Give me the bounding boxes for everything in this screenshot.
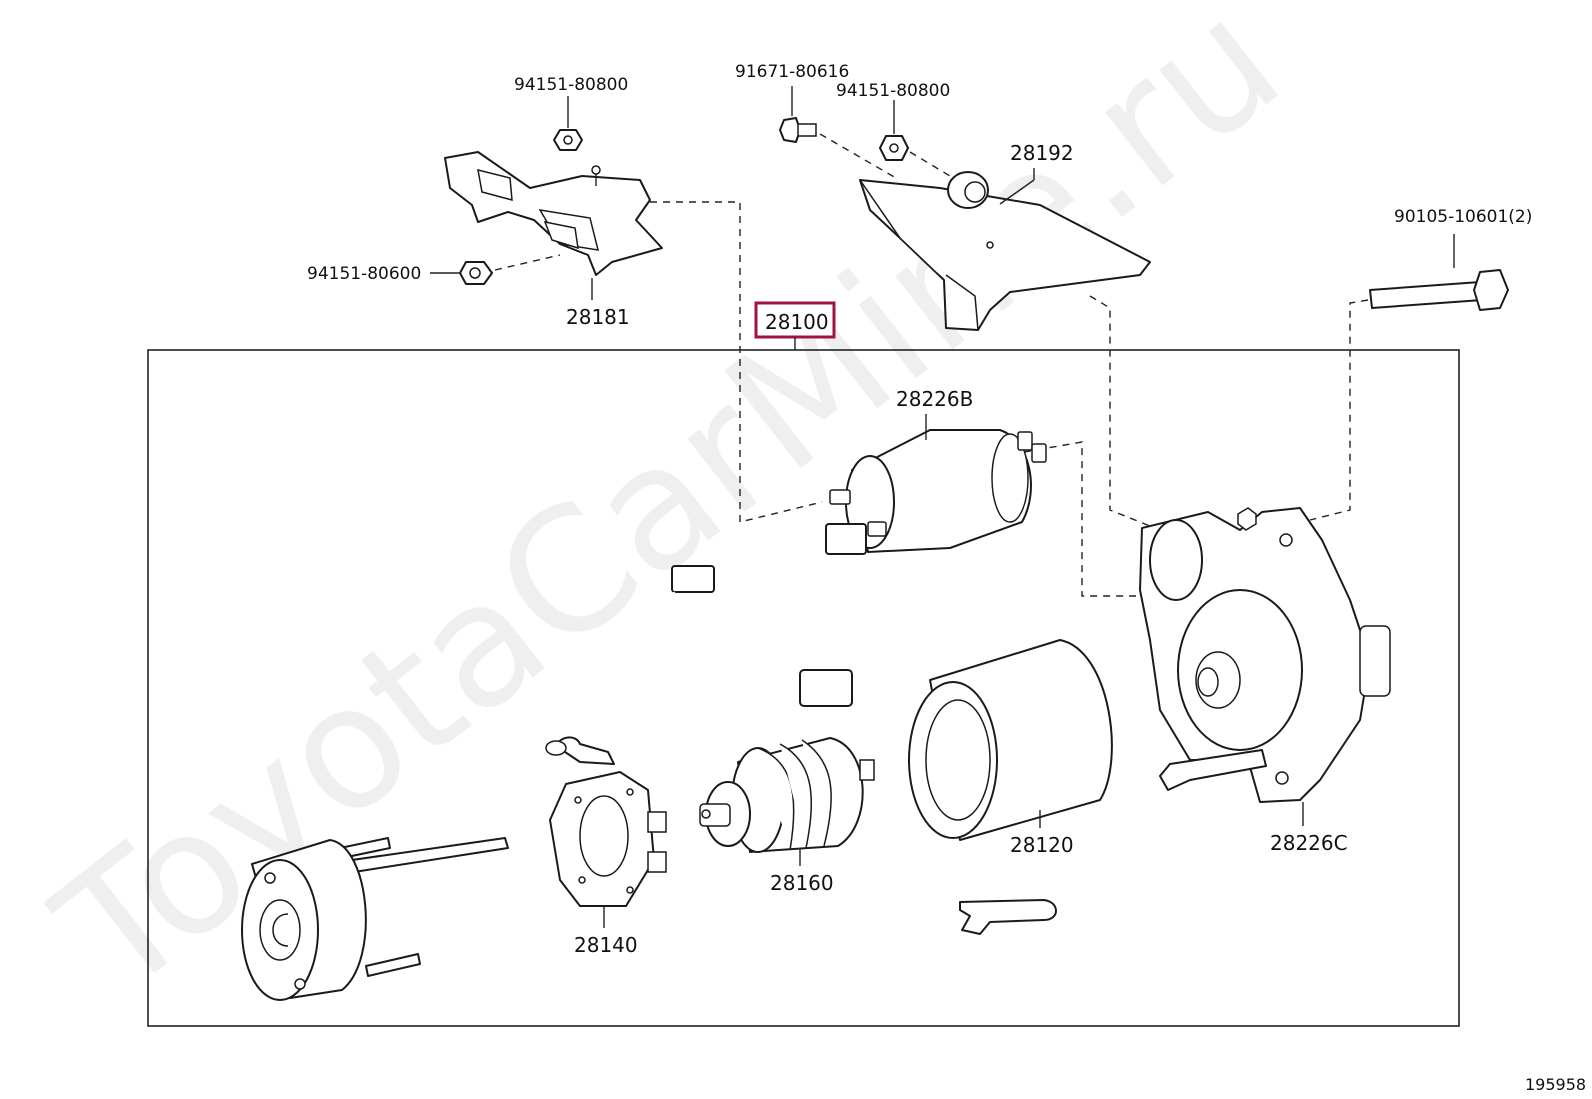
- label-armature-28160: 28160: [770, 871, 834, 895]
- label-housing-28226C: 28226C: [1270, 831, 1348, 855]
- label-assembly-28100[interactable]: 28100: [765, 310, 829, 334]
- solenoid-28226B-drawing: [825, 414, 1047, 555]
- label-nut-left: 94151-80600: [307, 264, 421, 284]
- label-bracket-28181: 28181: [566, 305, 630, 329]
- clip-drawing: [959, 899, 1057, 935]
- housing-28226C-drawing: [1139, 507, 1391, 826]
- bracket-28181-drawing: [444, 151, 663, 276]
- label-bolt-long: 90105-10601(2): [1394, 207, 1532, 227]
- label-yoke-28120: 28120: [1010, 833, 1074, 857]
- end-cover-drawing: [241, 837, 509, 1001]
- label-bolt-small: 91671-80616: [735, 62, 849, 82]
- bolt-small-icon: [779, 86, 817, 143]
- armature-28160-drawing: [699, 737, 875, 866]
- watermark-text: ToyotaCarMine.ru: [23, 0, 1316, 1033]
- bracket-28192-drawing: [859, 168, 1151, 331]
- assembly-frame: [147, 349, 1460, 1027]
- brush-holder-28140-drawing: [545, 736, 667, 928]
- nut-left-icon: [430, 254, 561, 285]
- label-nut-top-mid: 94151-80800: [836, 81, 950, 101]
- nut-top-left-icon: [553, 96, 583, 151]
- nut-top-mid-icon: [879, 100, 909, 161]
- lead-wire-drawing: [655, 565, 875, 707]
- label-solenoid-28226B: 28226B: [896, 387, 973, 411]
- bolt-long-icon: [1369, 234, 1509, 311]
- reference-number: 195958: [1525, 1075, 1586, 1094]
- label-brush-holder-28140: 28140: [574, 933, 638, 957]
- label-bracket-28192: 28192: [1010, 141, 1074, 165]
- assembly-label-group[interactable]: 28100: [754, 301, 836, 339]
- yoke-28120-drawing: [908, 639, 1113, 841]
- label-nut-top-left: 94151-80800: [514, 75, 628, 95]
